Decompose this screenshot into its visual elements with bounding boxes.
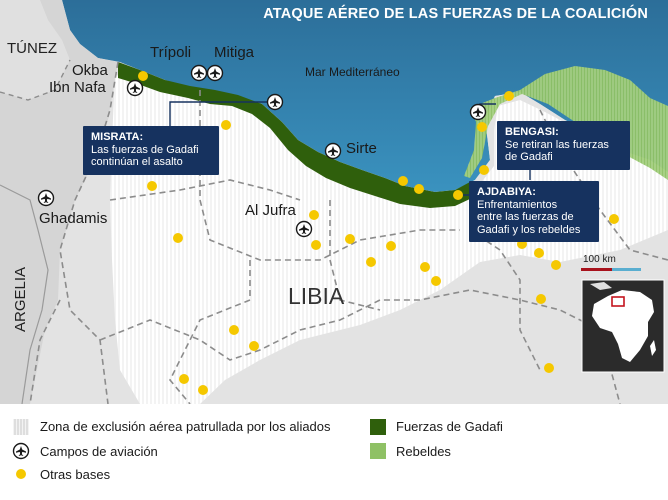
- scale-bar: [581, 268, 641, 271]
- other-bases: [138, 71, 619, 395]
- legend-other-bases: Otras bases: [40, 467, 111, 482]
- airplane-circle-icon: [37, 189, 55, 207]
- airplane-circle-icon: [324, 142, 342, 160]
- airplane-circle-icon: [295, 220, 313, 238]
- no-fly-zone-swatch: [13, 419, 29, 435]
- city-label-ibn-nafa: Ibn Nafa: [49, 79, 106, 96]
- city-label-mitiga: Mitiga: [214, 44, 255, 61]
- city-label-sirte: Sirte: [346, 140, 377, 157]
- country-label-libya: LIBIA: [288, 283, 345, 309]
- airplane-circle-icon: [126, 79, 144, 97]
- legend-gaddafi-forces: Fuerzas de Gadafi: [396, 419, 503, 434]
- airplane-circle-icon: [266, 93, 284, 111]
- city-label-ghadamis: Ghadamis: [39, 210, 108, 227]
- airplane-circle-icon: [469, 103, 487, 121]
- airplane-circle-icon: [206, 64, 224, 82]
- gaddafi-forces-band: [118, 62, 472, 208]
- callout-misrata-heading: MISRATA:: [91, 131, 144, 143]
- legend-no-fly-zone: Zona de exclusión aérea patrullada por l…: [40, 419, 331, 434]
- sea-label: Mar Mediterráneo: [305, 65, 400, 79]
- africa-locator-inset: [581, 279, 665, 373]
- legend: Zona de exclusión aérea patrullada por l…: [0, 404, 668, 500]
- city-label-tripoli: Trípoli: [150, 44, 192, 61]
- callout-ajdabiya-body: Enfrentamientos entre las fuerzas de Gad…: [477, 198, 581, 236]
- yellow-dot-icon: [16, 469, 26, 479]
- city-label-okba: Okba: [72, 62, 108, 79]
- callout-bengasi-heading: BENGASI:: [505, 126, 559, 138]
- legend-airfields: Campos de aviación: [40, 444, 158, 459]
- callout-bengasi: BENGASI: Se retiran las fuerzas de Gadaf…: [497, 121, 630, 170]
- rebel-area: [464, 66, 668, 180]
- callout-ajdabiya: AJDABIYA: Enfrentamientos entre las fuer…: [469, 181, 599, 242]
- callout-misrata: MISRATA: Las fuerzas de Gadafi continúan…: [83, 126, 219, 175]
- callout-ajdabiya-heading: AJDABIYA:: [477, 186, 536, 198]
- scale-label: 100 km: [583, 254, 616, 265]
- airplane-circle-icon: [12, 442, 30, 460]
- rebels-swatch: [370, 443, 386, 459]
- callout-bengasi-body: Se retiran las fuerzas de Gadafi: [505, 138, 609, 164]
- country-label-tunisia: TÚNEZ: [7, 40, 57, 57]
- mediterranean-sea: [62, 0, 668, 192]
- airfields: [37, 64, 487, 238]
- map-title: ATAQUE AÉREO DE LAS FUERZAS DE LA COALIC…: [263, 6, 648, 22]
- airplane-circle-icon: [190, 64, 208, 82]
- legend-rebels: Rebeldes: [396, 444, 451, 459]
- gaddafi-forces-swatch: [370, 419, 386, 435]
- country-label-algeria: ARGELIA: [12, 266, 30, 333]
- city-label-al-jufra: Al Jufra: [245, 202, 296, 219]
- callout-misrata-body: Las fuerzas de Gadafi continúan el asalt…: [91, 143, 199, 169]
- tunisia-algeria: [0, 0, 118, 404]
